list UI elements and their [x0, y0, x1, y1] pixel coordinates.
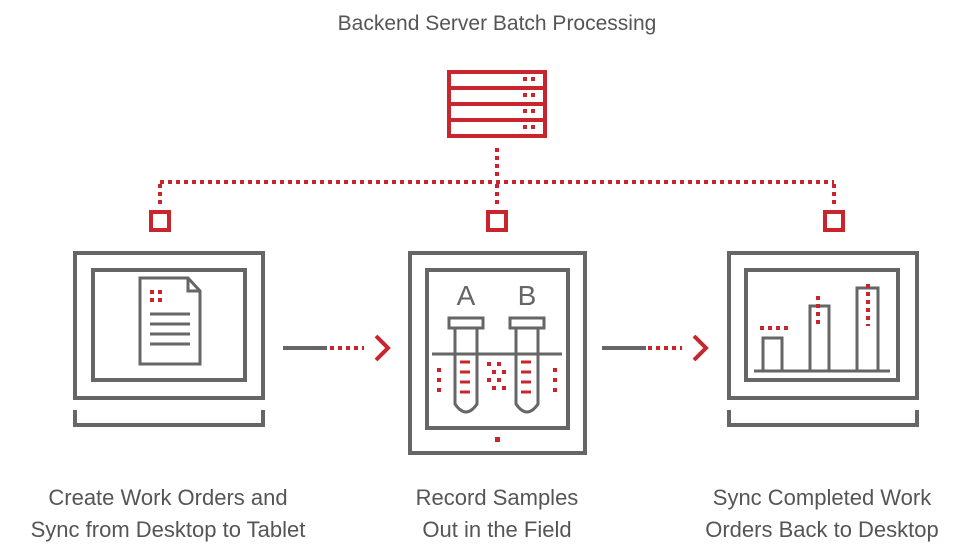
test-tube-b-icon — [508, 316, 546, 414]
arrow-icon — [602, 334, 709, 362]
server-connector-lines — [158, 148, 836, 208]
document-icon — [138, 276, 202, 366]
step-2-caption-line-2: Out in the Field — [422, 517, 571, 542]
server-icon — [447, 70, 547, 138]
connector-node-center — [486, 210, 508, 232]
step-1-caption-line-2: Sync from Desktop to Tablet — [31, 517, 306, 542]
diagram-title: Backend Server Batch Processing — [338, 12, 657, 35]
laptop-document-icon — [73, 251, 265, 427]
step-1-caption-line-1: Create Work Orders and — [48, 485, 287, 510]
sample-dots — [437, 362, 557, 392]
step-3-caption-line-1: Sync Completed Work — [713, 485, 932, 510]
step-2-caption-line-1: Record Samples — [416, 485, 579, 510]
arrow-icon — [283, 334, 391, 362]
step-3-caption-line-2: Orders Back to Desktop — [705, 517, 939, 542]
test-tube-a-icon — [447, 316, 485, 414]
tube-b-label: B — [518, 280, 537, 311]
laptop-bar-chart-icon — [727, 251, 919, 427]
tube-a-label: A — [457, 280, 476, 311]
connector-node-right — [823, 210, 845, 232]
tablet-home-button — [495, 437, 500, 442]
tablet-test-tubes-icon: A B — [408, 251, 587, 455]
connector-node-left — [149, 210, 171, 232]
bar-chart-icon — [754, 284, 890, 373]
